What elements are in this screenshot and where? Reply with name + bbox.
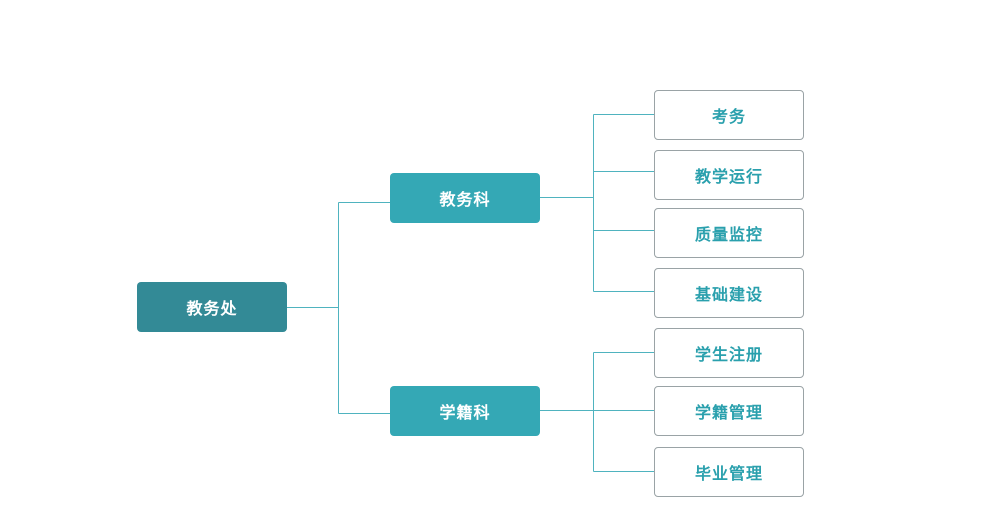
connector-root-to-branches <box>287 202 390 414</box>
root-node-label: 教务处 <box>186 299 238 318</box>
leaf-node-label: 学籍管理 <box>694 403 763 422</box>
leaf-node-biye-guanli: 毕业管理 <box>654 447 804 497</box>
leaf-node-kaowu: 考务 <box>654 90 804 140</box>
root-node: 教务处 <box>137 282 287 332</box>
leaf-node-jiaoxue-yunxing: 教学运行 <box>654 150 804 200</box>
leaf-node-label: 学生注册 <box>694 345 763 364</box>
leaf-node-jichu-jianshe: 基础建设 <box>654 268 804 318</box>
leaf-node-label: 质量监控 <box>694 225 763 244</box>
leaf-node-label: 教学运行 <box>694 167 763 186</box>
branch-node-label: 学籍科 <box>439 403 491 422</box>
branch-node-jiaowuke: 教务科 <box>390 173 540 223</box>
branch-node-xuejike: 学籍科 <box>390 386 540 436</box>
connector-branch-2-to-leaves <box>540 352 654 472</box>
leaf-node-label: 考务 <box>711 107 746 126</box>
leaf-node-label: 毕业管理 <box>694 464 763 483</box>
connector-branch-1-to-leaves <box>540 114 654 292</box>
leaf-node-zhiliang-jiankong: 质量监控 <box>654 208 804 258</box>
branch-node-label: 教务科 <box>439 190 491 209</box>
leaf-node-xueji-guanli: 学籍管理 <box>654 386 804 436</box>
leaf-node-xuesheng-zhuce: 学生注册 <box>654 328 804 378</box>
leaf-node-label: 基础建设 <box>694 285 763 304</box>
